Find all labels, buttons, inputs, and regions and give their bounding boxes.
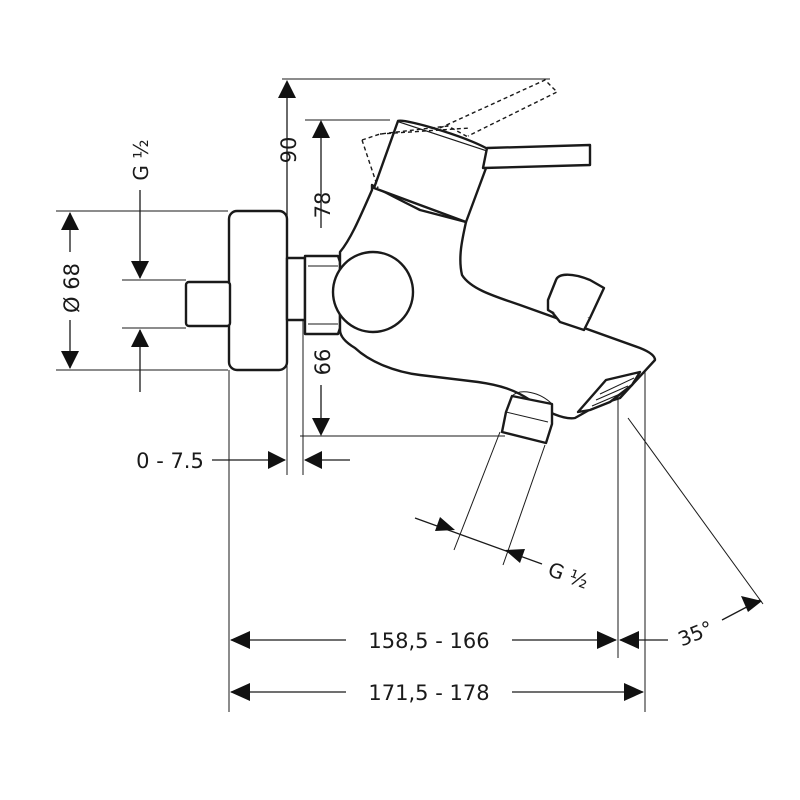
label-total-height: 90: [277, 137, 301, 164]
lever-handle: [481, 143, 592, 170]
wall-flange: [227, 209, 289, 372]
label-lever-height: 78: [311, 192, 335, 219]
label-overall-projection: 171,5 - 178: [368, 681, 489, 705]
faucet-body: [184, 79, 657, 445]
arrowheads: [61, 80, 762, 701]
label-outlet-thread: G ½: [545, 557, 592, 594]
label-offset-range: 0 - 7.5: [136, 449, 204, 473]
label-spout-height: 66: [311, 349, 335, 376]
label-spout-angle: 35°: [674, 616, 716, 652]
label-inlet-thread: G ½: [129, 139, 153, 180]
labels: 90 78 66 Ø 68 G ½ 0 - 7.5 158,5 - 166 17…: [60, 137, 716, 705]
extension-lines: [56, 78, 764, 712]
label-flange-diameter: Ø 68: [60, 263, 84, 313]
s-union: [285, 256, 307, 322]
outlet-nipple: [500, 394, 554, 445]
cartridge-ball: [331, 250, 415, 334]
inlet-stub: [184, 280, 232, 328]
label-spout-projection: 158,5 - 166: [368, 629, 489, 653]
